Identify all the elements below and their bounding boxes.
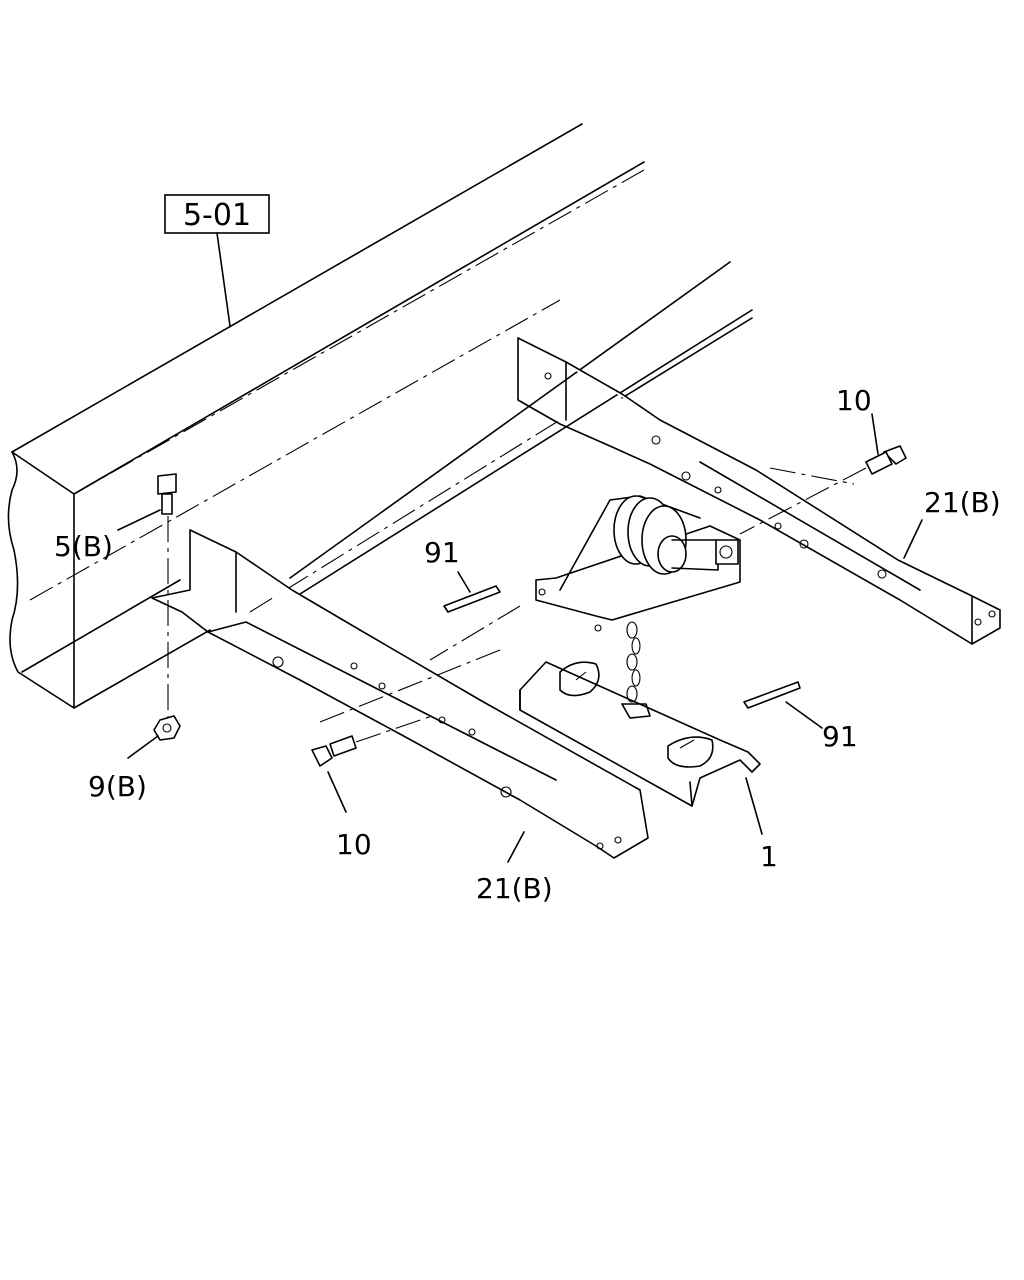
bolt-front (311, 605, 521, 767)
label-shim-left: 91 (424, 536, 460, 569)
shim-left (443, 585, 501, 613)
front-bracket (151, 529, 649, 859)
reference-label: 5-01 (183, 198, 251, 233)
frame-rail (7, 123, 645, 709)
hoist-assembly (535, 495, 741, 719)
label-shim-right: 91 (822, 720, 858, 753)
label-bolt-front: 10 (336, 828, 372, 861)
label-bolt-left: 5(B) (54, 530, 113, 563)
part-labels: 5(B) 9(B) 10 21(B) 10 21(B) 91 91 1 (54, 384, 1001, 905)
label-nut-left: 9(B) (88, 770, 147, 803)
label-bolt-rear: 10 (836, 384, 872, 417)
nut-left (153, 715, 181, 741)
label-bracket-front: 21(B) (476, 872, 553, 905)
reference-box (164, 194, 270, 234)
shim-right (743, 681, 801, 709)
carrier (519, 661, 761, 807)
hoist-chain (621, 621, 651, 719)
label-bracket-rear: 21(B) (924, 486, 1001, 519)
reference-callout: 5-01 (164, 194, 270, 327)
label-carrier: 1 (760, 840, 778, 873)
bolt-left (157, 473, 177, 720)
leader-lines (117, 413, 923, 863)
bolt-rear (739, 445, 907, 535)
frame-rail-lower (249, 261, 753, 613)
rear-bracket (517, 337, 1001, 645)
